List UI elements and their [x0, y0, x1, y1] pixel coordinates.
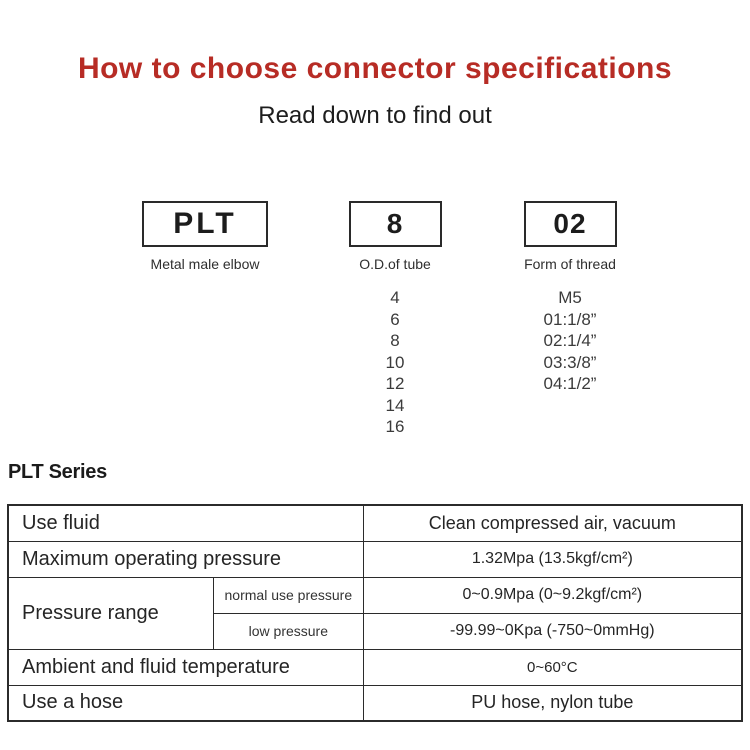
- use-fluid-label: Use fluid: [7, 504, 364, 542]
- model-code-box: PLT: [142, 201, 268, 247]
- pressure-range-label: Pressure range: [7, 576, 215, 650]
- page-subtitle: Read down to find out: [258, 102, 492, 129]
- tube-code-box: 8: [348, 201, 442, 247]
- hose-label: Use a hose: [7, 684, 364, 722]
- thread-code-box: 02: [523, 201, 617, 247]
- tube-code-label: O.D.of tube: [359, 256, 431, 272]
- temperature-value: 0~60°C: [362, 648, 743, 686]
- temperature-label: Ambient and fluid temperature: [7, 648, 364, 686]
- normal-pressure-label: normal use pressure: [213, 576, 364, 614]
- spec-row-hose: Use a hose PU hose, nylon tube: [7, 684, 743, 722]
- tube-size-option: 6: [390, 309, 400, 329]
- thread-form-option: 01:1/8”: [543, 309, 597, 329]
- thread-form-option: 03:3/8”: [543, 352, 597, 372]
- tube-size-option: 8: [390, 331, 400, 350]
- series-title: PLT Series: [8, 461, 107, 483]
- tube-size-option: 10: [385, 352, 405, 372]
- tube-size-option: 4: [390, 288, 400, 307]
- spec-row-temperature: Ambient and fluid temperature 0~60°C: [7, 648, 743, 686]
- tube-size-list: 4 6 8 10 12 14 16: [295, 287, 495, 438]
- max-pressure-label: Maximum operating pressure: [7, 540, 364, 578]
- spec-row-pressure-range-normal: Pressure range normal use pressure 0~0.9…: [7, 576, 743, 650]
- spec-table: Use fluid Clean compressed air, vacuum M…: [7, 504, 743, 722]
- tube-size-option: 16: [385, 417, 405, 436]
- thread-form-list: M5 01:1/8” 02:1/4” 03:3/8” 04:1/2”: [470, 287, 670, 395]
- thread-form-option: M5: [558, 288, 582, 307]
- spec-row-use-fluid: Use fluid Clean compressed air, vacuum: [7, 504, 743, 542]
- low-pressure-value: -99.99~0Kpa (-750~0mmHg): [362, 612, 743, 650]
- selector-column-tube: 8 O.D.of tube 4 6 8 10 12 14 16: [295, 201, 495, 438]
- hose-value: PU hose, nylon tube: [362, 684, 743, 722]
- use-fluid-value: Clean compressed air, vacuum: [362, 504, 743, 542]
- thread-code-label: Form of thread: [524, 256, 616, 272]
- selector-column-thread: 02 Form of thread M5 01:1/8” 02:1/4” 03:…: [470, 201, 670, 395]
- max-pressure-value: 1.32Mpa (13.5kgf/cm²): [362, 540, 743, 578]
- selector-column-model: PLT Metal male elbow: [105, 201, 305, 272]
- tube-size-option: 12: [385, 374, 405, 393]
- page-title: How to choose connector specifications: [77, 52, 673, 85]
- thread-form-option: 02:1/4”: [543, 331, 597, 350]
- tube-size-option: 14: [385, 395, 405, 415]
- model-code-label: Metal male elbow: [150, 256, 260, 272]
- spec-row-pressure-range-low: low pressure -99.99~0Kpa (-750~0mmHg): [8, 612, 743, 650]
- low-pressure-label: low pressure: [213, 612, 364, 650]
- normal-pressure-value: 0~0.9Mpa (0~9.2kgf/cm²): [362, 576, 743, 614]
- spec-row-max-pressure: Maximum operating pressure 1.32Mpa (13.5…: [7, 540, 743, 578]
- thread-form-option: 04:1/2”: [543, 374, 597, 393]
